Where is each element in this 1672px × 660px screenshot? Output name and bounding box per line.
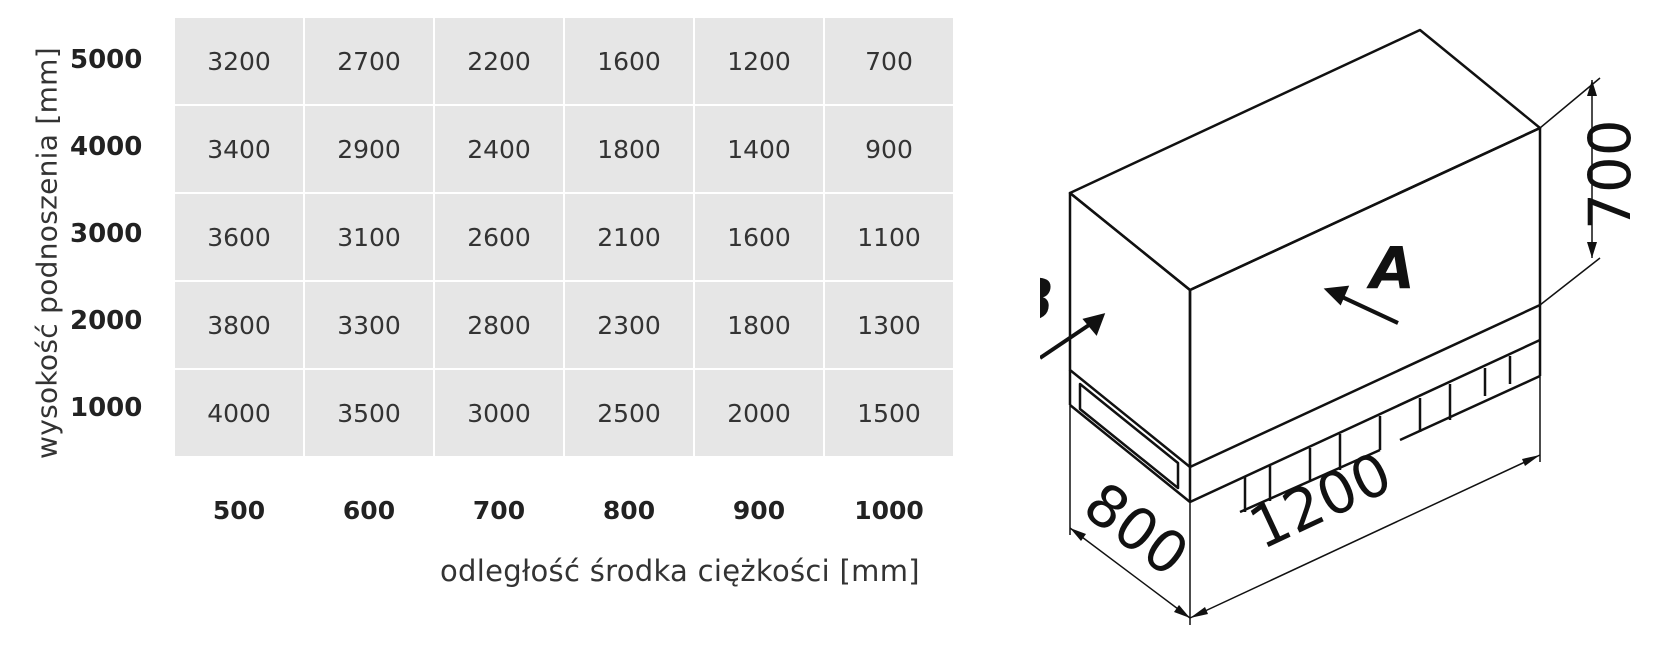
table-cell: 2600: [435, 194, 563, 280]
row-label-4000: 4000: [70, 132, 143, 162]
dimension-arrowheads: [1070, 80, 1597, 618]
table-cell: 3400: [175, 106, 303, 192]
table-cell: 3200: [175, 18, 303, 104]
column-label-900: 900: [732, 496, 786, 525]
arrow-a-icon: [1339, 294, 1399, 325]
table-cell: 2100: [565, 194, 693, 280]
pallet-diagram: A B 700 800 1200: [1040, 28, 1644, 625]
side-b-label: B: [1040, 266, 1054, 334]
column-label-500: 500: [212, 496, 266, 525]
table-cell: 2000: [695, 370, 823, 456]
direction-arrows: [1040, 285, 1399, 360]
x-axis-label: odległość środka ciężkości [mm]: [440, 554, 920, 588]
pallet-drawing: [1068, 28, 1601, 625]
table-cell: 1100: [825, 194, 953, 280]
table-cell: 2900: [305, 106, 433, 192]
row-label-2000: 2000: [70, 306, 143, 336]
row-label-3000: 3000: [70, 219, 143, 249]
table-cell: 3300: [305, 282, 433, 368]
table-cell: 4000: [175, 370, 303, 456]
table-cell: 2400: [435, 106, 563, 192]
table-cell: 1200: [695, 18, 823, 104]
table-cell: 2200: [435, 18, 563, 104]
table-cell: 3500: [305, 370, 433, 456]
side-a-label: A: [1366, 234, 1415, 302]
table-cell: 1800: [695, 282, 823, 368]
table-cell: 3100: [305, 194, 433, 280]
table-cell: 2700: [305, 18, 433, 104]
table-cell: 3800: [175, 282, 303, 368]
table-cell: 1800: [565, 106, 693, 192]
arrow-b-icon: [1040, 321, 1094, 360]
table-cell: 2800: [435, 282, 563, 368]
height-dimension-label: 700: [1576, 119, 1644, 230]
table-cell: 3600: [175, 194, 303, 280]
arrow-a-head-icon: [1323, 285, 1350, 306]
column-label-800: 800: [602, 496, 656, 525]
table-cell: 700: [825, 18, 953, 104]
arrow-b-head-icon: [1082, 313, 1106, 336]
row-label-1000: 1000: [70, 393, 143, 423]
table-cell: 1400: [695, 106, 823, 192]
column-label-700: 700: [472, 496, 526, 525]
length-dimension-label: 1200: [1239, 439, 1402, 563]
table-cell: 1300: [825, 282, 953, 368]
table-cell: 3000: [435, 370, 563, 456]
column-label-600: 600: [342, 496, 396, 525]
table-cell: 1600: [565, 18, 693, 104]
column-label-1000: 1000: [854, 496, 924, 525]
table-cell: 2500: [565, 370, 693, 456]
table-cell: 1500: [825, 370, 953, 456]
y-axis-label: wysokość podnoszenia [mm]: [30, 47, 64, 459]
width-dimension-label: 800: [1072, 469, 1201, 590]
box-right-face: [1188, 126, 1542, 469]
table-cell: 1600: [695, 194, 823, 280]
row-label-5000: 5000: [70, 45, 143, 75]
table-cell: 900: [825, 106, 953, 192]
table-cell: 2300: [565, 282, 693, 368]
